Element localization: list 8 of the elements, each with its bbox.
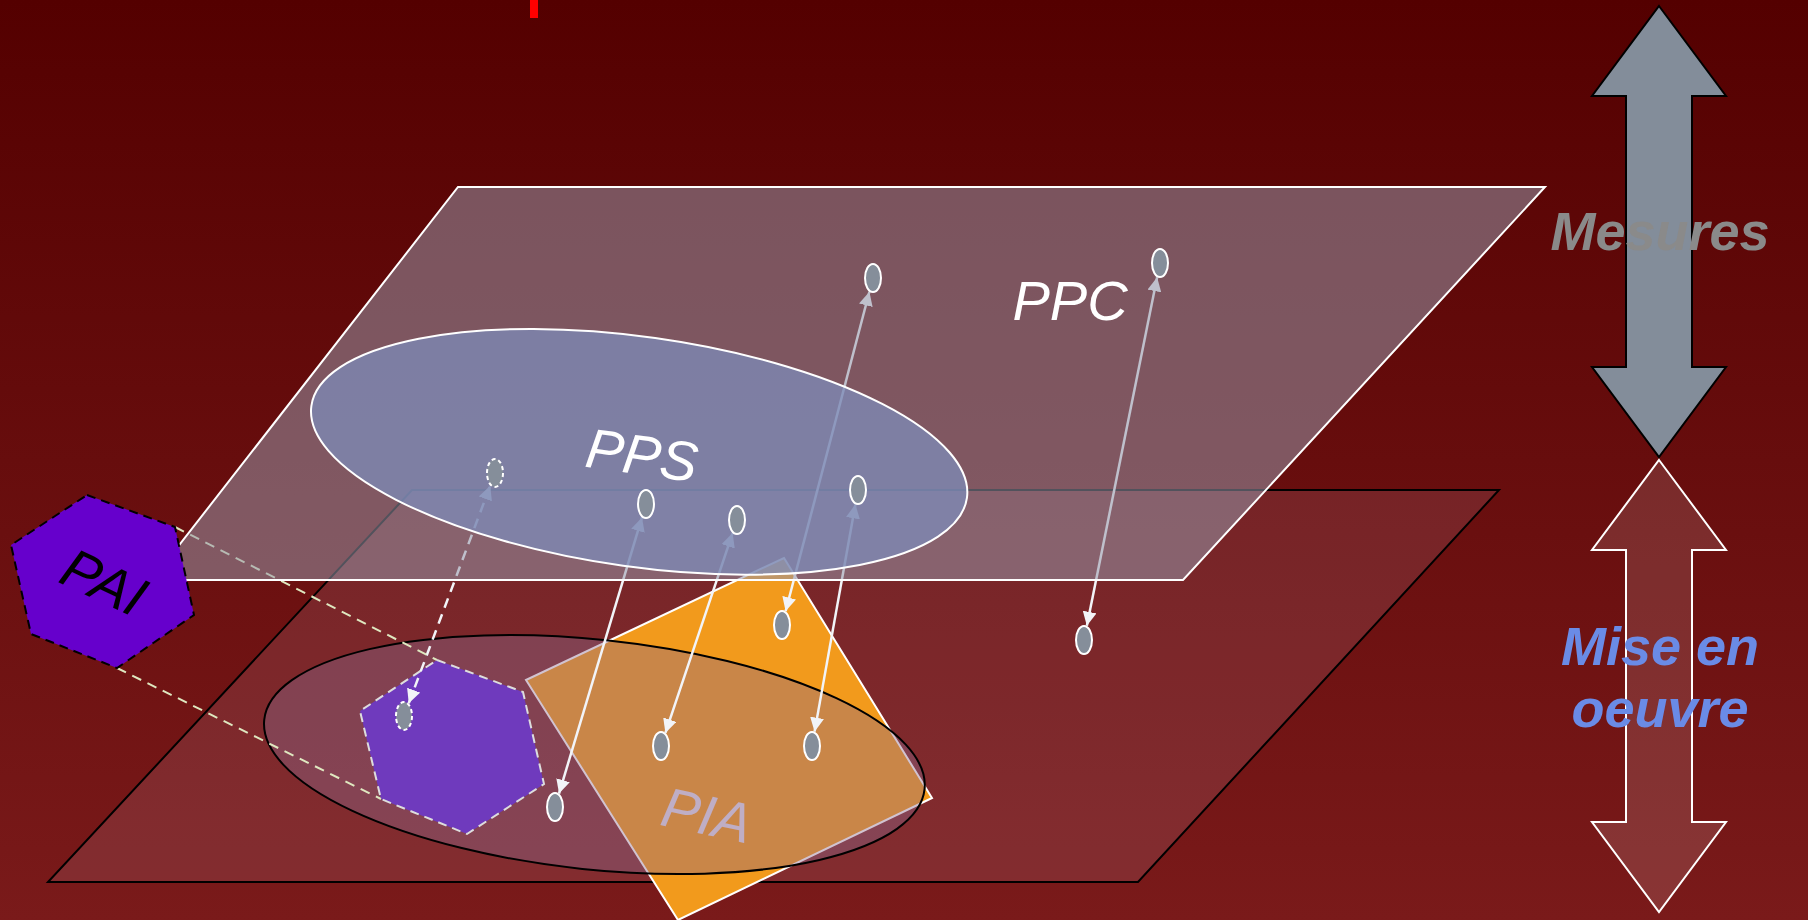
connector-arrow: [1082, 276, 1162, 627]
connector-arrow: [782, 291, 873, 612]
region-label: PAI: [51, 534, 157, 630]
region-label: PPS: [582, 415, 702, 495]
dashed-line: [174, 526, 438, 661]
region-label: PIA: [656, 773, 758, 857]
region-label: PPC: [1012, 267, 1128, 333]
dashed-line: [116, 667, 382, 800]
